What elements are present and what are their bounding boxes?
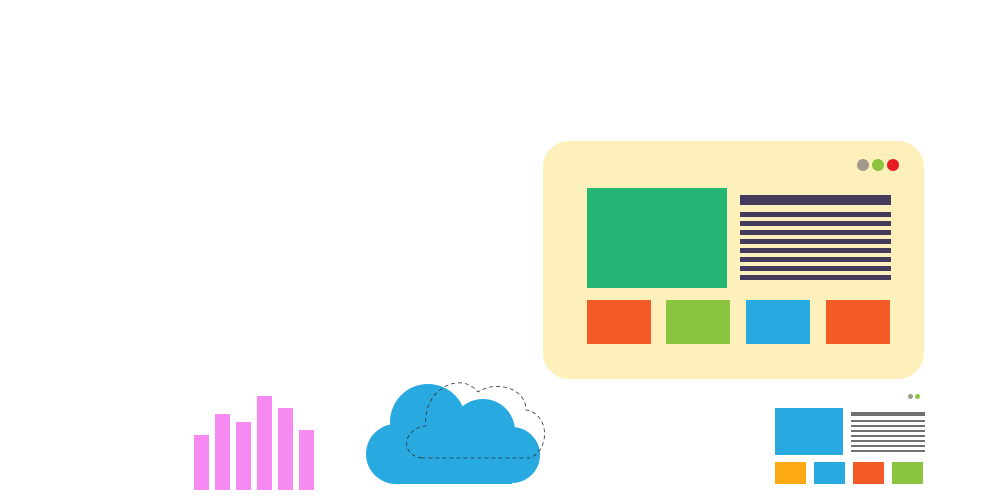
content-tile-green (666, 300, 730, 344)
text-line (740, 275, 891, 280)
text-line (740, 239, 891, 244)
window-control-dot-green (872, 159, 884, 171)
text-line (740, 195, 891, 205)
text-line (851, 440, 925, 442)
content-tile-yellow (775, 462, 806, 484)
hero-image-block (587, 188, 727, 288)
bar (299, 430, 314, 490)
bar (278, 408, 293, 490)
text-line (851, 425, 925, 427)
text-line (851, 445, 925, 447)
text-line (740, 221, 891, 226)
bar-graph-icon (190, 380, 330, 490)
text-lines-block (740, 195, 891, 284)
window-control-dot-green (915, 394, 920, 399)
content-tile-blue (746, 300, 810, 344)
content-tile-green (892, 462, 923, 484)
text-line (740, 257, 891, 262)
text-line (851, 430, 925, 432)
text-line (740, 266, 891, 271)
text-line (851, 420, 925, 422)
hero-image-block (775, 408, 843, 455)
cloud-outline-dashed (406, 382, 545, 459)
window-control-dot-gray (857, 159, 869, 171)
window-control-dot-gray (908, 394, 913, 399)
window-control-dot-red (887, 159, 899, 171)
content-tile-orange (826, 300, 890, 344)
text-line (851, 412, 925, 416)
bar (257, 396, 272, 490)
browser-window-icon (543, 141, 924, 379)
text-line (851, 435, 925, 437)
text-line (740, 230, 891, 235)
content-tile-orange (587, 300, 651, 344)
small-browser-window-icon (775, 392, 925, 487)
text-line (851, 450, 925, 452)
text-lines-block (851, 412, 925, 455)
content-tile-blue (814, 462, 845, 484)
text-line (740, 212, 891, 217)
bar (236, 422, 251, 490)
text-line (740, 248, 891, 253)
bar (215, 414, 230, 490)
bar (194, 435, 209, 490)
content-tile-orange (853, 462, 884, 484)
cloud-svg (366, 382, 545, 484)
cloud-shape (366, 384, 540, 484)
cloud-icon (360, 370, 560, 490)
